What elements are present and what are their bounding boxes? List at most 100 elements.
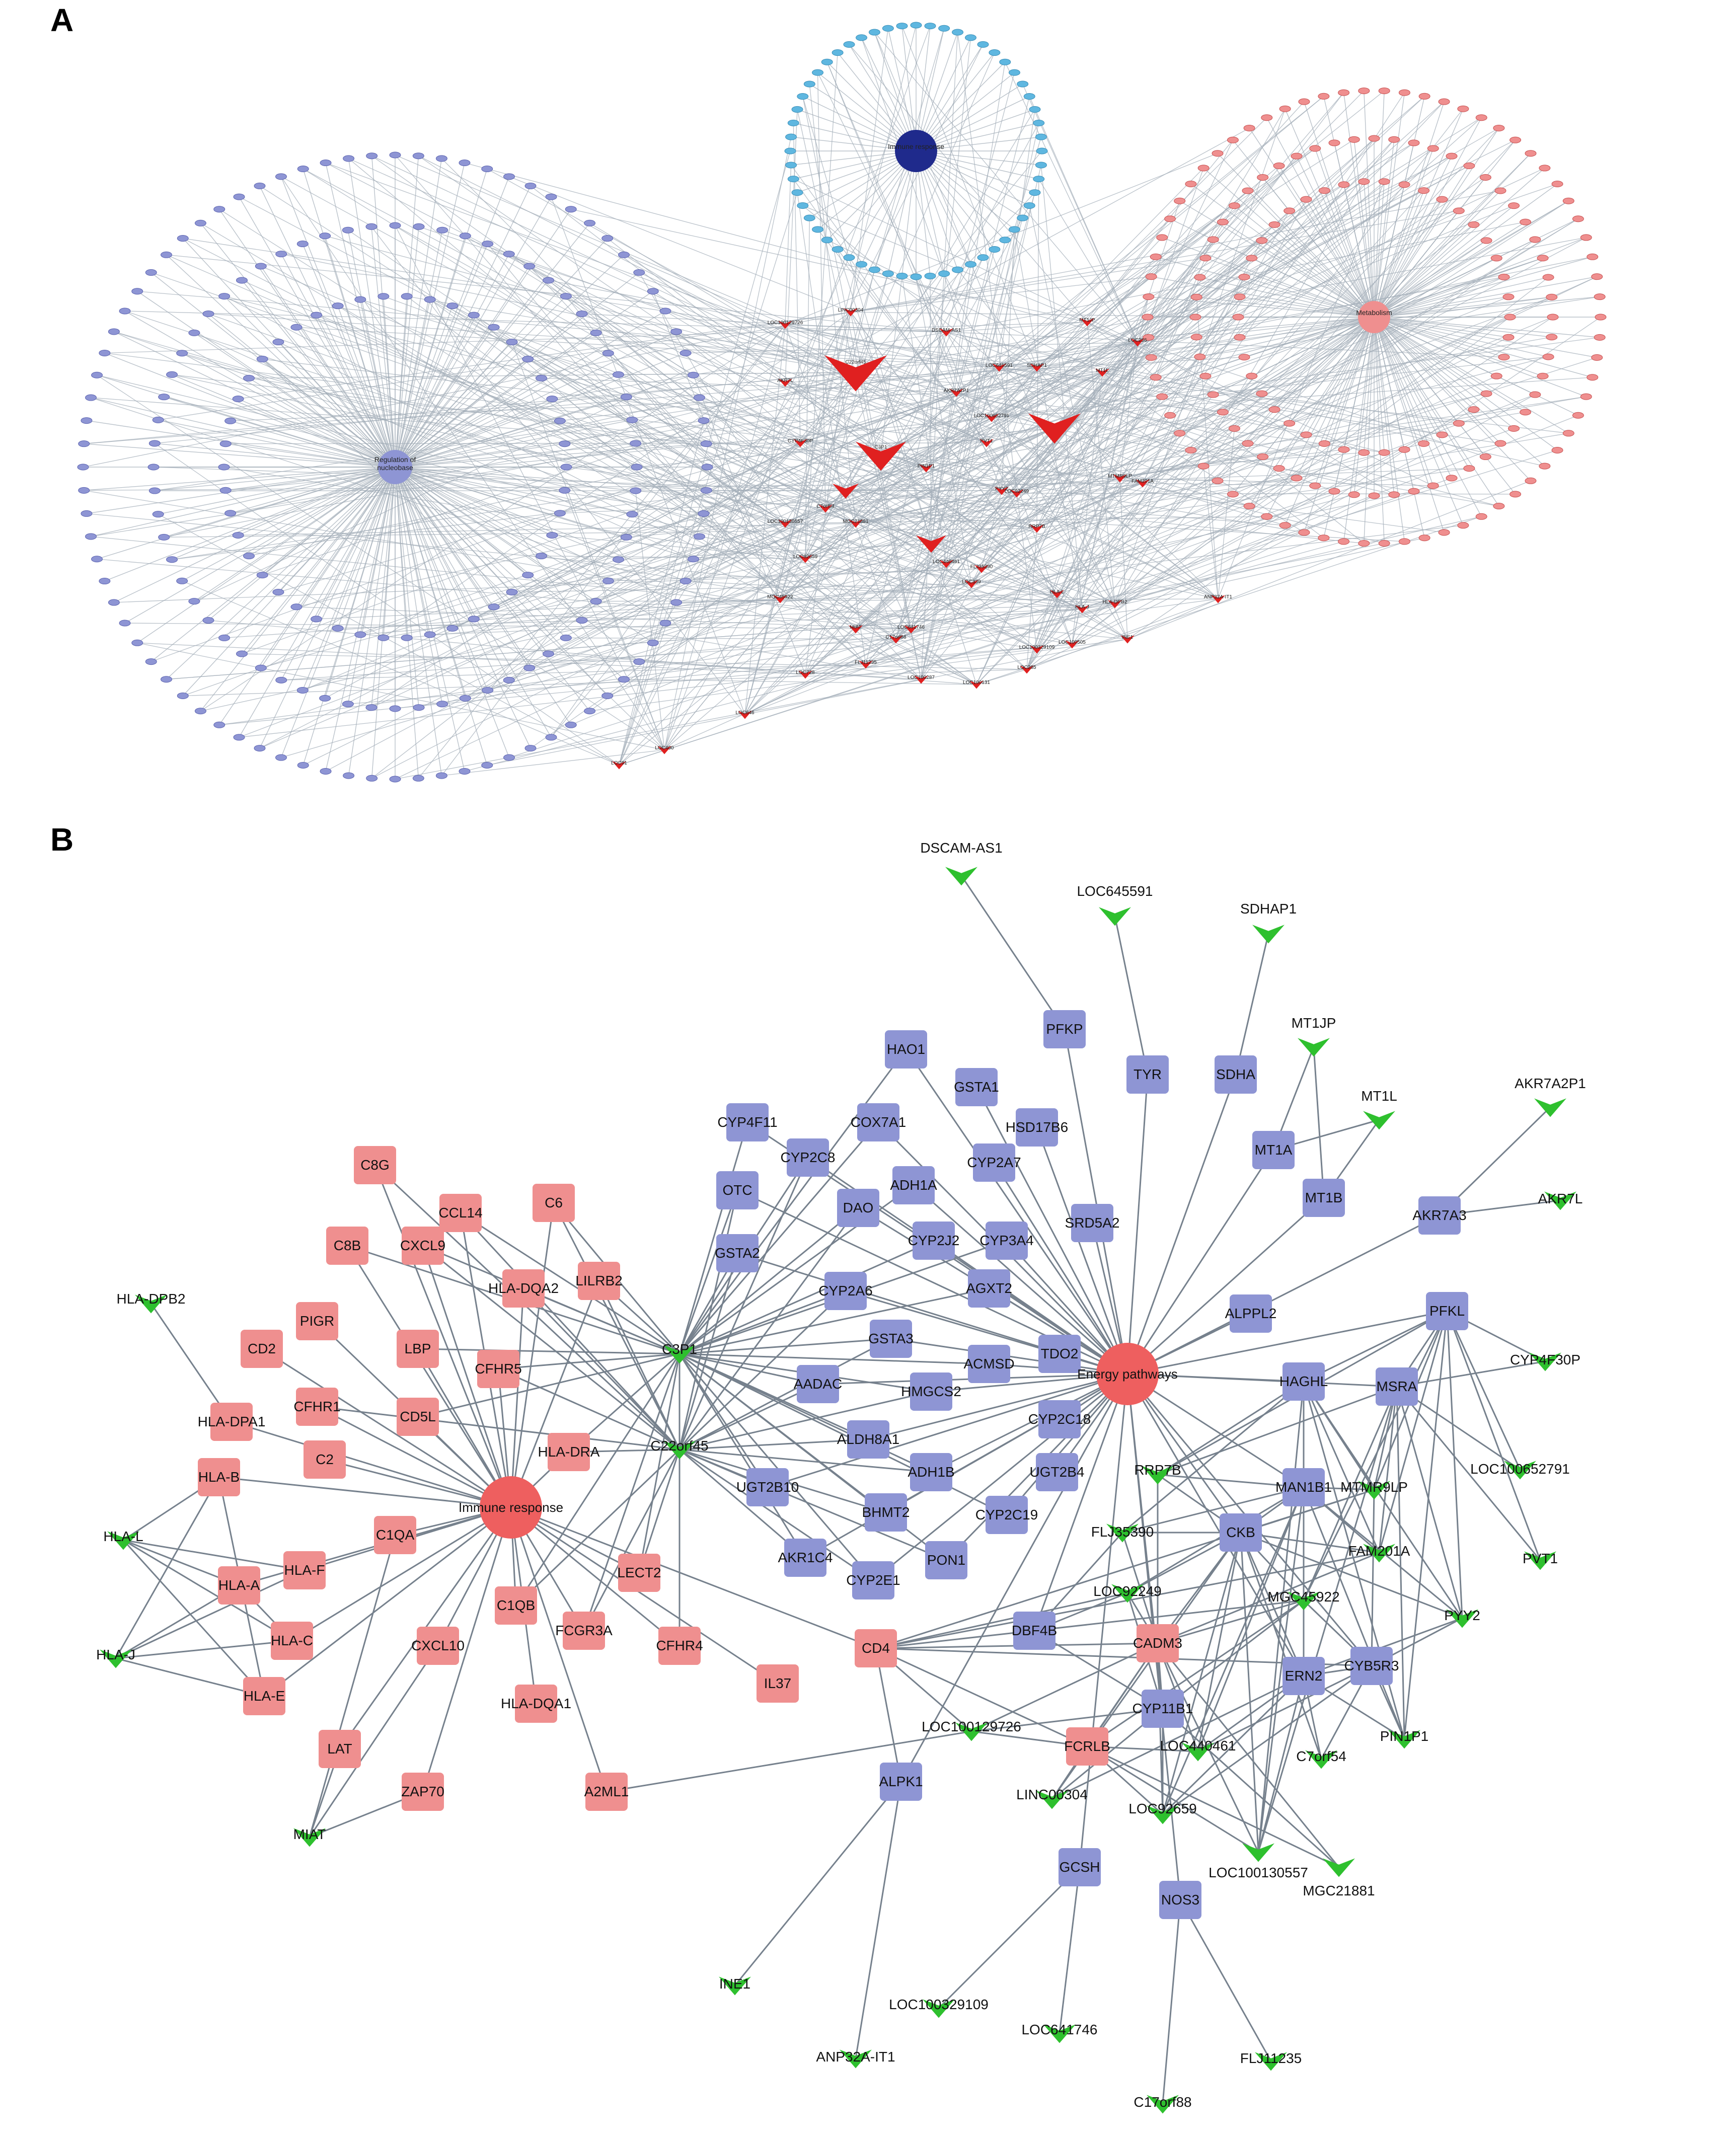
arrow-label: LOC100505 xyxy=(1059,640,1086,645)
gene-node-red xyxy=(1217,218,1229,225)
gene-node-blue xyxy=(693,533,705,540)
node-box xyxy=(271,1622,313,1660)
node-box xyxy=(402,1227,444,1265)
edge-a-arrow xyxy=(971,583,1115,604)
gene-node-cyan xyxy=(989,49,1001,56)
lncrna-node-rrp7b: RRP7B xyxy=(1134,1462,1181,1485)
node-box xyxy=(477,1350,519,1388)
node-box xyxy=(417,1627,459,1665)
lncrna-node-sdhap1: SDHAP1 xyxy=(1240,901,1297,944)
edge-a-hub-blue xyxy=(114,331,396,468)
edge-a-hub-red xyxy=(1374,317,1597,358)
edge-a-cross xyxy=(1082,199,1307,609)
gene-node-lilrb2: LILRB2 xyxy=(575,1262,623,1300)
node-label: CYP2A6 xyxy=(818,1283,872,1299)
edge-a-hub-red xyxy=(1374,317,1545,467)
arrow-node-a: LOC256 xyxy=(1128,338,1147,347)
edge-a-cross xyxy=(1087,218,1171,323)
arrow-shape xyxy=(916,535,946,553)
gene-node-blue xyxy=(272,339,284,346)
gene-node-cyan xyxy=(882,270,894,277)
edge-b xyxy=(678,1353,769,1488)
edge-a-cross xyxy=(845,468,1469,491)
node-label: MSRA xyxy=(1377,1379,1417,1394)
edge-a-cross xyxy=(371,226,745,715)
edge-a-cross xyxy=(845,452,1364,491)
edge-a-cross xyxy=(855,258,1252,524)
edge-a-cross xyxy=(1127,480,1531,640)
lncrna-node-c17orf88: C17orf88 xyxy=(1134,2094,1192,2114)
edge-a-arrow xyxy=(1036,372,1103,529)
gene-node-red xyxy=(1562,197,1574,204)
edge-b xyxy=(1034,1630,1163,1710)
gene-node-cyan xyxy=(964,34,976,41)
gene-node-red xyxy=(1234,334,1246,341)
gene-node-pigr: PIGR xyxy=(296,1302,338,1340)
gene-node-blue xyxy=(202,310,214,317)
arrow-node-a: MTMR9LP xyxy=(1108,474,1132,483)
lncrna-node-flj35390: FLJ35390 xyxy=(1091,1523,1154,1543)
node-label: SDHAP1 xyxy=(1240,901,1297,917)
arrow-node-a: LOC100652791 xyxy=(974,413,1010,422)
v-shape xyxy=(1043,2024,1076,2043)
node-box xyxy=(1038,1400,1081,1438)
gene-node-red xyxy=(1212,150,1224,157)
arrow-node-a: MT1JP xyxy=(1079,318,1095,327)
edge-a-cross xyxy=(464,162,1138,343)
edge-a-cross xyxy=(281,664,866,680)
edge-a-cross xyxy=(635,490,665,750)
gene-node-red xyxy=(1520,218,1532,225)
gene-node-blue xyxy=(503,173,515,180)
lncrna-node-hla-dpb2: HLA-DPB2 xyxy=(117,1291,185,1314)
gene-node-alpk1: ALPK1 xyxy=(879,1763,923,1801)
edge-a-cross xyxy=(1218,428,1235,599)
edge-a-cross xyxy=(527,358,932,544)
edge-a-cross xyxy=(624,254,786,325)
edge-a-hub-red xyxy=(1374,221,1526,318)
edge-b xyxy=(1240,1532,1259,1853)
edge-a-cross xyxy=(991,258,1252,418)
edge-a-cross xyxy=(901,276,947,564)
edge-a-arrow xyxy=(880,455,1058,594)
edge-a-cross xyxy=(956,392,1394,495)
gene-node-red xyxy=(1595,314,1607,321)
arrow-label: MTMR9LP xyxy=(1108,474,1132,479)
edge-b xyxy=(583,1353,681,1631)
edge-a-hub-blue xyxy=(395,467,466,699)
edge-b xyxy=(1197,1665,1372,1752)
edge-b xyxy=(417,1348,680,1355)
gene-node-blue xyxy=(546,531,558,539)
gene-node-red xyxy=(1398,446,1410,453)
gene-node-blue xyxy=(700,440,712,447)
edge-a-cross xyxy=(242,280,786,524)
edge-a-cross xyxy=(97,374,665,750)
edge-a-cross xyxy=(652,291,806,675)
node-label: LOC645591 xyxy=(1077,883,1153,899)
edge-a-arrow xyxy=(976,342,1138,685)
edge-b xyxy=(638,1353,681,1573)
gene-node-pfkl: PFKL xyxy=(1426,1292,1468,1330)
edge-a-cross xyxy=(325,236,1055,428)
gene-node-blue xyxy=(320,160,332,167)
edge-b xyxy=(510,1506,680,1647)
node-label: C22orf45 xyxy=(650,1438,708,1454)
edge-a-arrow xyxy=(619,372,1103,766)
gene-node-cyan xyxy=(999,237,1011,244)
gene-node-cox7a1: COX7A1 xyxy=(851,1103,906,1141)
edge-b xyxy=(1240,1489,1375,1534)
edge-a-cross xyxy=(895,543,1385,640)
edge-b xyxy=(510,1506,876,1649)
edge-a-arrow xyxy=(744,324,786,715)
gene-node-blue xyxy=(626,511,638,518)
node-box xyxy=(784,1539,826,1577)
lncrna-node-pyy2: PYY2 xyxy=(1444,1608,1480,1628)
gene-node-cyan xyxy=(868,29,880,36)
edge-a-cross xyxy=(219,644,1073,725)
edge-a-cross xyxy=(1040,165,1083,609)
gene-node-blue xyxy=(536,374,548,382)
edge-b xyxy=(1157,1599,1304,1644)
edge-b xyxy=(1403,1311,1448,1739)
edge-a-cross xyxy=(845,490,1364,544)
gene-node-blue xyxy=(290,603,303,611)
